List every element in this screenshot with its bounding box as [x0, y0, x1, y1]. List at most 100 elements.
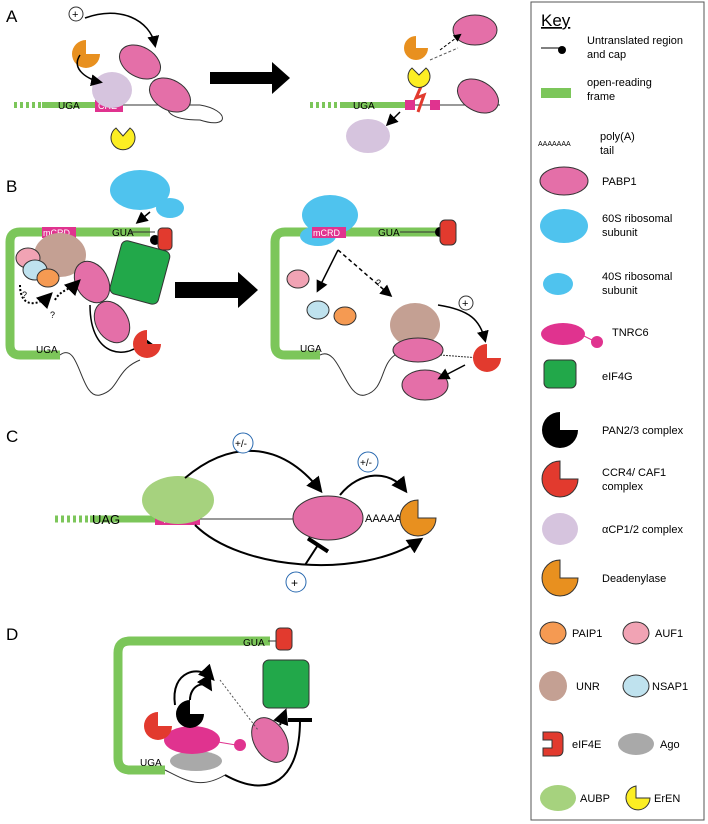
key-aubp-swatch [540, 785, 576, 811]
key-tnrc6-tail [591, 336, 603, 348]
panel-a-letter: A [6, 7, 18, 26]
dotted-arrow-b1 [19, 284, 53, 310]
dotted-arrow-b2 [54, 279, 81, 301]
pabp1-c [292, 495, 364, 541]
uga-label-d: UGA [140, 758, 162, 769]
key-cap-label: Untranslated region and cap [587, 35, 686, 61]
big-arrow-a [210, 62, 290, 94]
key-pan-swatch [542, 412, 578, 448]
question-b1: ? [22, 290, 27, 300]
question-b2: ? [50, 310, 55, 320]
key-panel: Key Untranslated region and cap open-rea… [530, 1, 705, 821]
inhibit-d [224, 717, 313, 787]
orf-loop-b [5, 227, 150, 360]
pabp1-b3 [392, 337, 444, 363]
pabp1-a1 [119, 44, 161, 80]
pm-c2: +/- [360, 458, 372, 469]
key-cap-line1: Untranslated region [587, 35, 683, 47]
panel-a: A UGA CRE + UGA [6, 6, 500, 153]
arrow-c3 [194, 524, 424, 567]
key-orf-swatch [541, 88, 571, 98]
eif4g-d [262, 659, 310, 709]
aubp-c [142, 476, 214, 524]
plus-circle-b [458, 295, 474, 311]
arrow-b-r1 [316, 249, 339, 293]
gua-label-b-r: GUA [378, 228, 400, 239]
key-deadenylase-swatch [541, 559, 579, 597]
utr-b [59, 352, 141, 396]
key-eif4e-swatch [542, 731, 564, 757]
polya-d [219, 679, 259, 731]
arrow-b-r3 [437, 304, 489, 343]
key-cap-line2: and cap [587, 49, 626, 61]
uga-label-b: UGA [36, 345, 58, 356]
key-nsap1-label: NSAP1 [652, 681, 688, 693]
key-title: Key [541, 11, 571, 30]
s60-b-r [302, 195, 358, 235]
nsap1-b-r [306, 300, 330, 320]
ccr4-b [133, 330, 161, 358]
pm-circle-c1 [232, 432, 254, 454]
key-pabp1-label: PABP1 [602, 176, 637, 188]
key-nsap1-swatch [622, 674, 650, 698]
eif4g-b [109, 240, 171, 305]
key-tnrc6-link [583, 335, 593, 341]
pm-circle-c2 [357, 451, 379, 473]
pabp1-a2 [149, 77, 191, 113]
cre-cut-r [430, 100, 440, 110]
eren-a-r [407, 67, 431, 88]
pm-c1: +/- [235, 439, 247, 450]
pabp1-a4 [457, 78, 499, 114]
pabp1-b4 [401, 369, 449, 401]
pan-d [176, 700, 204, 728]
key-eren-label: ErEN [654, 793, 680, 805]
cre-cut-l [405, 100, 415, 110]
orf-loop-d [113, 636, 270, 775]
aaaaa-label: AAAAA [365, 513, 402, 525]
key-unr-label: UNR [576, 681, 600, 693]
pabp1-a3 [452, 14, 498, 46]
plus-c: + [291, 576, 298, 590]
key-acp-swatch [542, 513, 578, 545]
gua-label-b: GUA [112, 228, 134, 239]
key-tnrc6-label: TNRC6 [612, 327, 649, 339]
unr-b [34, 233, 86, 277]
gua-label-d: GUA [243, 638, 265, 649]
s60-b [110, 170, 170, 210]
acp-complex [92, 72, 132, 108]
arrow-a3 [385, 111, 401, 127]
eif4e-b [157, 227, 173, 251]
ccr4-d [144, 712, 172, 740]
arrow-a4 [439, 33, 462, 51]
plus-b: + [462, 298, 468, 310]
pabp1-b2 [93, 300, 131, 344]
deadenylase-a-r [404, 36, 428, 60]
auf1-b-r [286, 269, 310, 289]
key-ago-label: Ago [660, 739, 680, 751]
inhibit-c [304, 536, 330, 566]
plus-circle-c [285, 571, 307, 593]
arrow-b-r4 [437, 364, 466, 380]
arrow-b-r2 [337, 249, 393, 297]
big-arrow-b [175, 272, 258, 308]
key-paip1-label: PAIP1 [572, 628, 602, 640]
arrow-a1 [84, 12, 160, 48]
uga-label-b-r: UGA [300, 344, 322, 355]
arrow-c1 [184, 450, 323, 494]
key-unr-swatch [539, 671, 567, 701]
unr-b-r [390, 303, 440, 347]
key-s60-swatch [540, 209, 588, 243]
arrow-c2 [339, 474, 408, 496]
key-tnrc6-swatch [541, 323, 585, 345]
question-b-r: ? [376, 278, 381, 288]
uga-label-r: UGA [353, 101, 375, 112]
plus-a: + [72, 9, 78, 21]
panel-b: B mCRD GUA UGA ? ? mCRD GUA [5, 170, 501, 401]
panel-b-letter: B [6, 177, 17, 196]
ago-d [170, 751, 222, 771]
s40-b [156, 198, 184, 218]
